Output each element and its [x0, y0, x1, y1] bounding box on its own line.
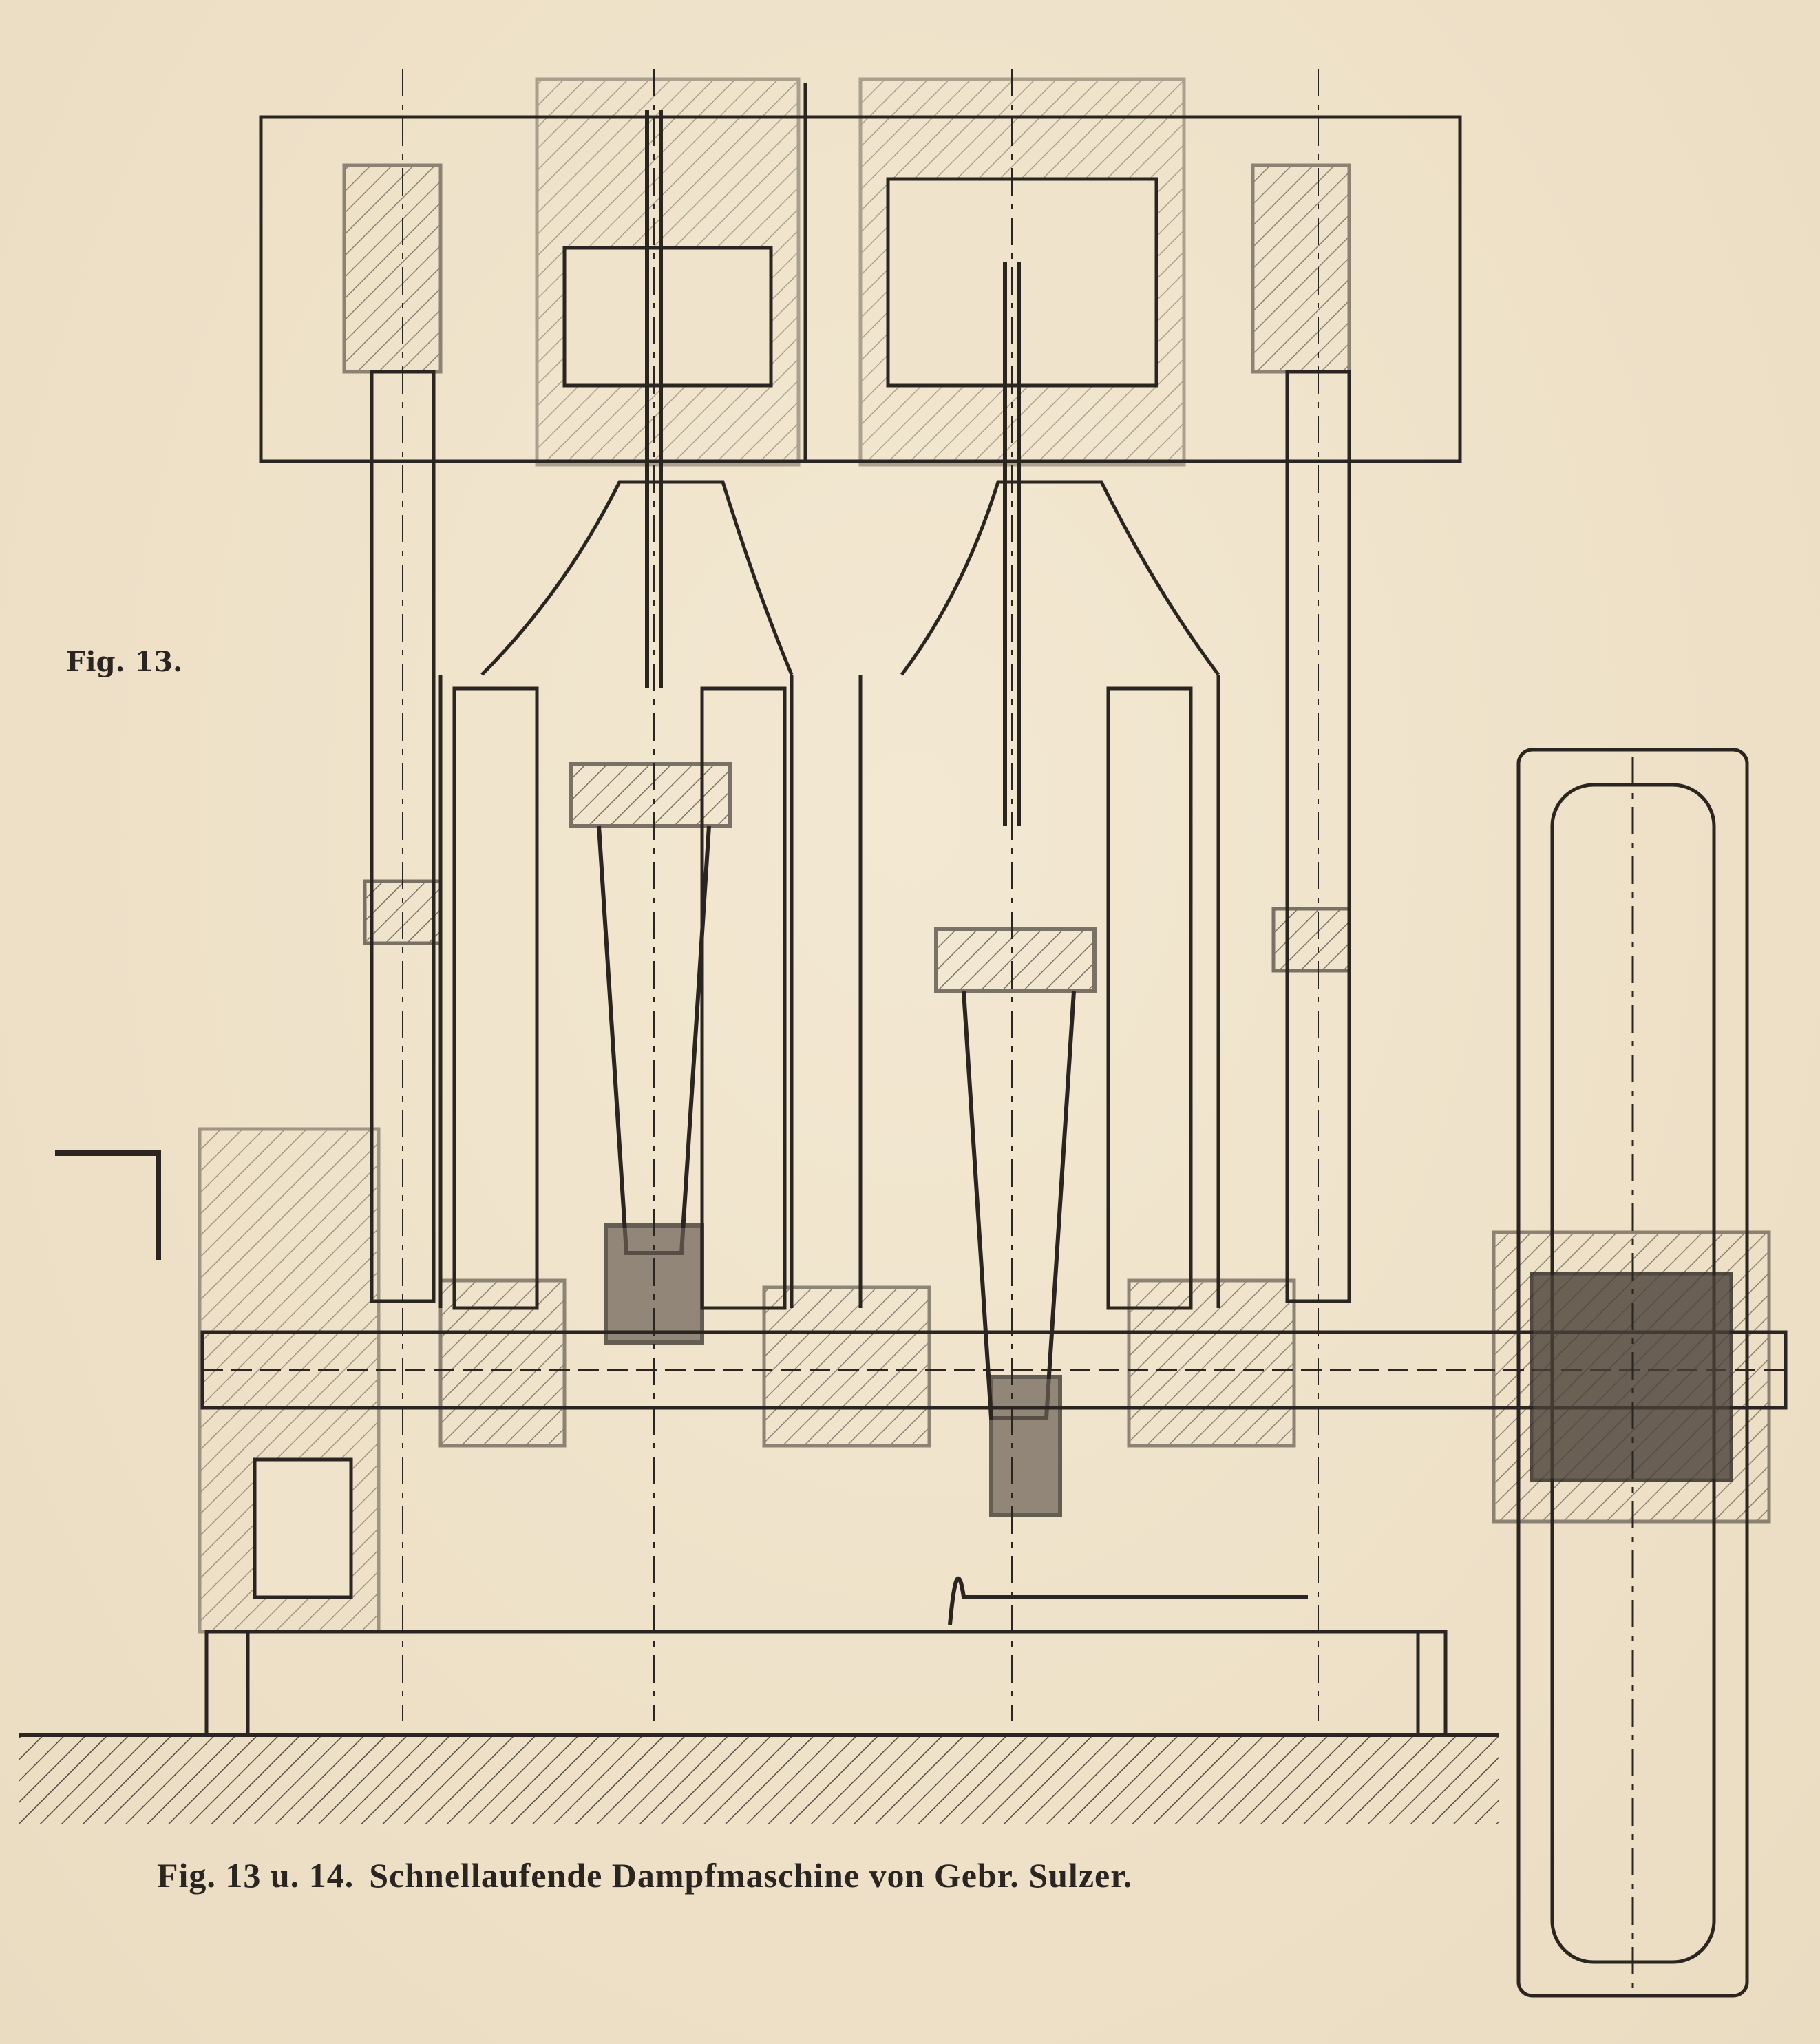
caption-title: Schnellaufende Dampfmaschine von Gebr. S… — [369, 1856, 1133, 1895]
piston-rods — [569, 110, 1097, 1517]
engine-frame — [438, 480, 1220, 1310]
valve-gear — [363, 370, 1351, 1303]
figure-label: Fig. 13. — [66, 646, 183, 678]
governor-housing — [55, 1127, 381, 1634]
figure-caption: Fig. 13 u. 14. Schnellaufende Dampfmaschi… — [157, 1855, 1147, 1895]
flywheel — [1492, 748, 1771, 1998]
crankshaft — [200, 1278, 1788, 1448]
caption-number: Fig. 13 u. 14. — [157, 1856, 355, 1895]
center-lines — [402, 69, 1319, 1721]
cylinder-block — [259, 77, 1462, 467]
bed-plate — [204, 1576, 1448, 1737]
foundation — [19, 1733, 1499, 1824]
